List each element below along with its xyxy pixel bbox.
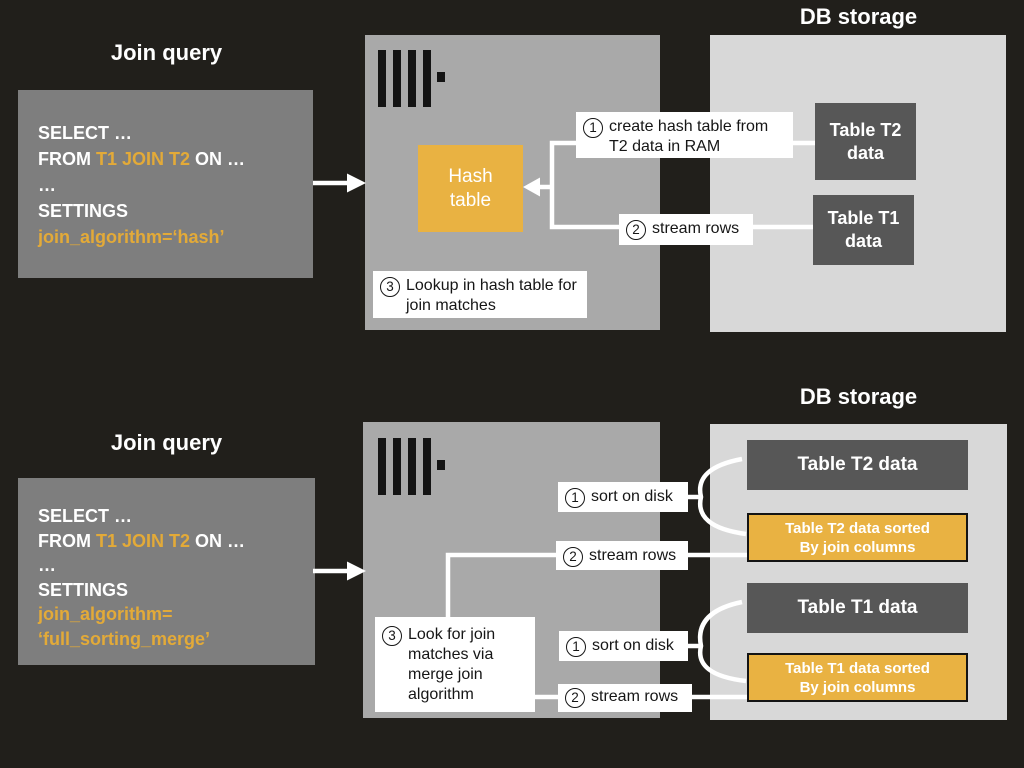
database-server-icon	[378, 50, 445, 107]
sql-select-line: SELECT …	[38, 506, 133, 526]
step-number-circle: 2	[563, 546, 583, 567]
merge-db-storage-title: DB storage	[799, 384, 918, 409]
arrowhead-right	[347, 173, 366, 193]
step-number-circle: 3	[382, 625, 402, 646]
merge-join-sql-code: SELECT … FROM T1 JOIN T2 ON … … SETTINGS…	[18, 478, 315, 651]
sql-join-highlight: T1 JOIN T2	[96, 530, 191, 551]
callout-text: create hash table from T2 data in RAM	[609, 118, 769, 155]
table-t2-data-box: Table T2 data	[815, 103, 916, 180]
callout-merge-join-lookup: 3 Look for join matches via merge join a…	[375, 617, 535, 712]
table-t1-data-box: Table T1 data	[747, 583, 968, 633]
merge-join-query-box: SELECT … FROM T1 JOIN T2 ON … … SETTINGS…	[18, 478, 315, 665]
sql-ellipsis-line: …	[38, 555, 56, 575]
hash-join-query-box: SELECT … FROM T1 JOIN T2 ON … … SETTINGS…	[18, 90, 313, 278]
sql-algorithm-line-1: join_algorithm=	[38, 604, 173, 624]
hash-db-storage-title: DB storage	[799, 4, 918, 29]
table-t2-data-label: Table T2 data	[797, 454, 918, 475]
hash-join-query-title: Join query	[110, 40, 223, 65]
table-t1-sorted-line2: By join columns	[799, 678, 916, 696]
sql-algorithm-line-2: ‘full_sorting_merge’	[38, 628, 211, 649]
sql-algorithm-line: join_algorithm=‘hash’	[38, 227, 225, 247]
table-t1-sorted-line1: Table T1 data sorted	[785, 659, 930, 677]
callout-stream-rows: 2 stream rows	[619, 214, 753, 245]
table-t2-sorted-line1: Table T2 data sorted	[785, 519, 930, 537]
table-t1-sorted-box: Table T1 data sorted By join columns	[747, 653, 968, 702]
step-number-circle: 1	[583, 117, 603, 138]
merge-join-query-title: Join query	[110, 430, 223, 455]
callout-text: Look for join matches via merge join alg…	[408, 626, 496, 703]
callout-create-hash-table: 1 create hash table from T2 data in RAM	[576, 112, 793, 158]
step-number-circle: 2	[565, 687, 585, 708]
table-t2-data-label: Table T2 data	[829, 119, 902, 163]
callout-text: stream rows	[589, 547, 677, 564]
step-number-circle: 3	[380, 276, 400, 297]
callout-text: stream rows	[591, 688, 679, 705]
sql-select-line: SELECT …	[38, 123, 133, 143]
callout-stream-rows-t2: 2 stream rows	[556, 541, 688, 570]
hash-join-sql-code: SELECT … FROM T1 JOIN T2 ON … … SETTINGS…	[18, 90, 313, 250]
step-number-circle: 2	[626, 219, 646, 240]
table-t1-data-box: Table T1 data	[813, 195, 914, 265]
table-t2-data-box: Table T2 data	[747, 440, 968, 490]
callout-stream-rows-t1: 2 stream rows	[558, 684, 692, 712]
table-t2-sorted-box: Table T2 data sorted By join columns	[747, 513, 968, 562]
hash-table-label: Hash table	[448, 165, 493, 211]
table-t2-sorted-line2: By join columns	[799, 538, 916, 556]
sql-from-line: FROM T1 JOIN T2 ON …	[38, 530, 246, 551]
callout-text: stream rows	[652, 220, 740, 237]
sql-join-highlight: T1 JOIN T2	[96, 149, 191, 169]
step-number-circle: 1	[566, 636, 586, 657]
callout-lookup-hash-table: 3 Lookup in hash table for join matches	[373, 271, 587, 318]
callout-text: sort on disk	[592, 637, 674, 654]
sql-settings-line: SETTINGS	[38, 201, 129, 221]
hash-db-storage-box	[710, 35, 1006, 332]
callout-sort-on-disk-t2: 1 sort on disk	[558, 482, 688, 512]
callout-text: sort on disk	[591, 488, 673, 505]
step-number-circle: 1	[565, 487, 585, 508]
hash-table-box: Hash table	[418, 145, 523, 232]
table-t1-data-label: Table T1 data	[797, 597, 918, 618]
table-t1-data-label: Table T1 data	[827, 208, 900, 251]
callout-text: Lookup in hash table for join matches	[406, 277, 577, 314]
sql-from-line: FROM T1 JOIN T2 ON …	[38, 149, 246, 169]
sql-ellipsis-line: …	[38, 175, 56, 195]
sql-settings-line: SETTINGS	[38, 579, 129, 600]
callout-sort-on-disk-t1: 1 sort on disk	[559, 631, 688, 661]
database-server-icon	[378, 438, 445, 495]
